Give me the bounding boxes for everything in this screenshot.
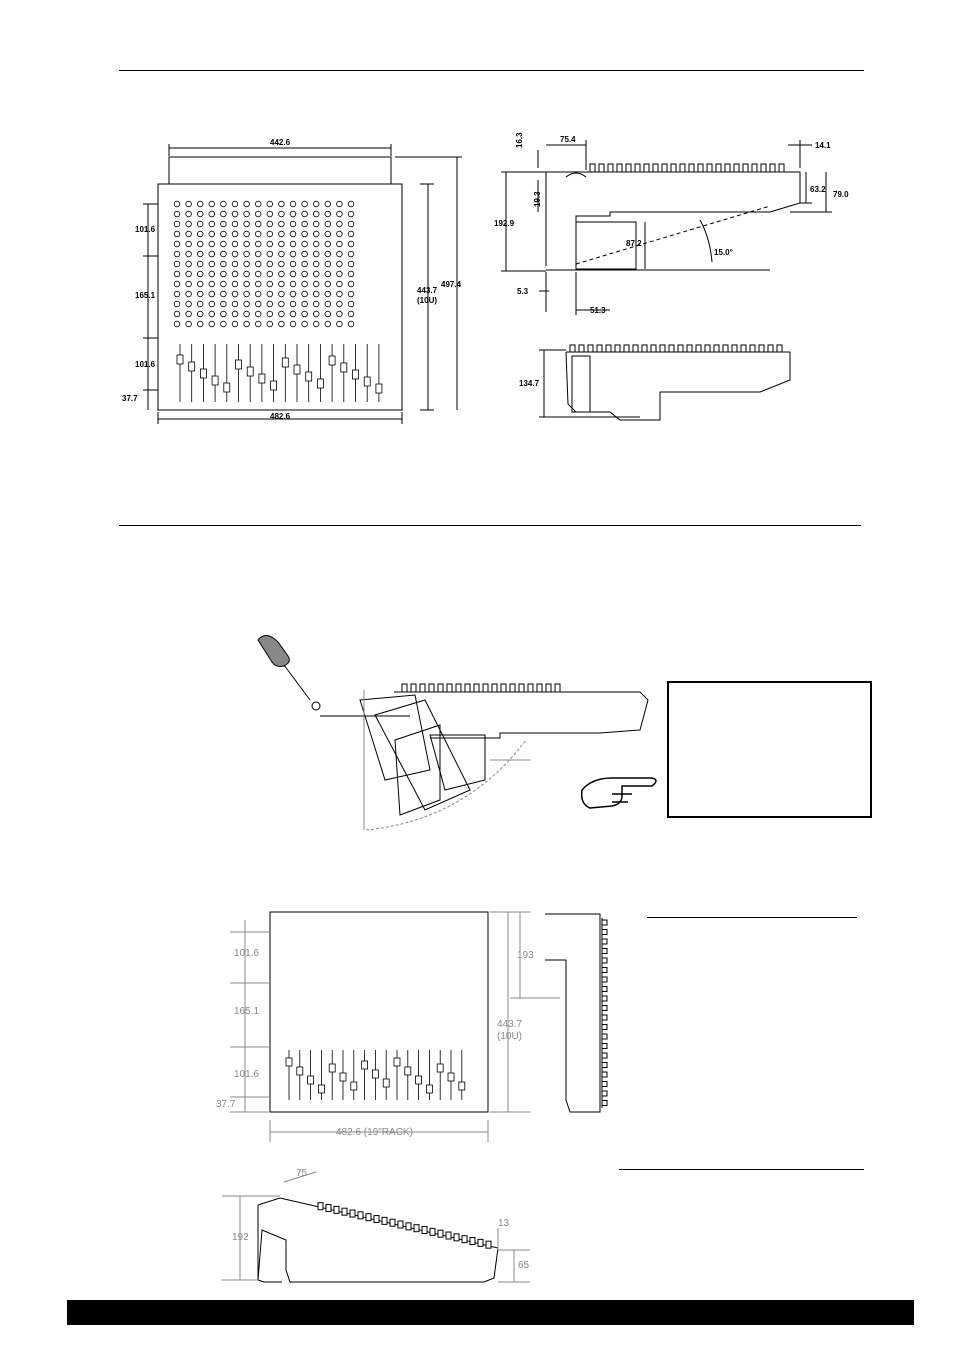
desk-lip: 13 — [498, 1218, 510, 1229]
rack-width: 482.6 (19"RACK) — [336, 1127, 413, 1138]
desk-height: 192 — [232, 1232, 249, 1243]
dim-rear-h1: 63.2 — [810, 185, 826, 194]
side-view — [501, 140, 832, 315]
dim-left-2: 165.1 — [135, 291, 156, 300]
desk-rear: 65 — [518, 1260, 530, 1271]
rack-fader-strips — [285, 1050, 466, 1100]
rack-dim-2: 165.1 — [234, 1006, 259, 1017]
dim-rear-h2: 79.0 — [833, 190, 849, 199]
dim-foot2: 51.3 — [590, 306, 606, 315]
knob-grid — [173, 200, 355, 328]
section-rule-1 — [647, 917, 857, 918]
dim-angle: 15.0° — [714, 248, 733, 257]
dim-top-width: 442.6 — [270, 138, 291, 147]
dim-foot1: 5.3 — [517, 287, 529, 296]
dim-low-height: 134.7 — [519, 379, 540, 388]
rack-side-height: 193 — [517, 950, 534, 961]
front-view — [143, 144, 462, 424]
desktop-side-view — [257, 1197, 499, 1283]
footer-bar — [67, 1300, 914, 1325]
top-rule — [119, 70, 864, 71]
dim-left-1: 101.6 — [135, 225, 156, 234]
dim-bracket: 19.3 — [533, 191, 542, 207]
note-box — [667, 681, 872, 818]
rack-height-units: (10U) — [497, 1031, 522, 1042]
dim-bottom-width: 482.6 — [270, 412, 291, 421]
rack-height: 443.7 — [497, 1019, 522, 1030]
dim-rear-lip: 14.1 — [815, 141, 831, 150]
dim-left-4: 37.7 — [122, 394, 138, 403]
rack-side-view — [545, 913, 608, 1113]
dim-total-height: 497.4 — [441, 280, 462, 289]
rack-dim-4: 37.7 — [216, 1099, 236, 1110]
fader-strips — [176, 344, 383, 402]
dim-side-height: 192.9 — [494, 219, 515, 228]
pointing-hand-icon — [580, 777, 657, 809]
rack-dim-1: 101.6 — [234, 948, 259, 959]
dim-left-3: 101.6 — [135, 360, 156, 369]
low-profile-view — [539, 344, 791, 421]
desk-top: 75 — [296, 1168, 308, 1179]
dim-height: 443.7 — [417, 286, 438, 295]
dim-inner: 87.2 — [626, 239, 642, 248]
rack-front-view — [230, 911, 560, 1142]
dim-top-offset: 75.4 — [560, 135, 576, 144]
section-rule-2 — [619, 1169, 864, 1170]
mid-rule — [119, 525, 861, 526]
dim-top-gap: 16.3 — [515, 132, 524, 148]
tilt-diagram — [257, 635, 649, 831]
dim-height-units: (10U) — [417, 296, 437, 305]
rack-dim-3: 101.6 — [234, 1069, 259, 1080]
